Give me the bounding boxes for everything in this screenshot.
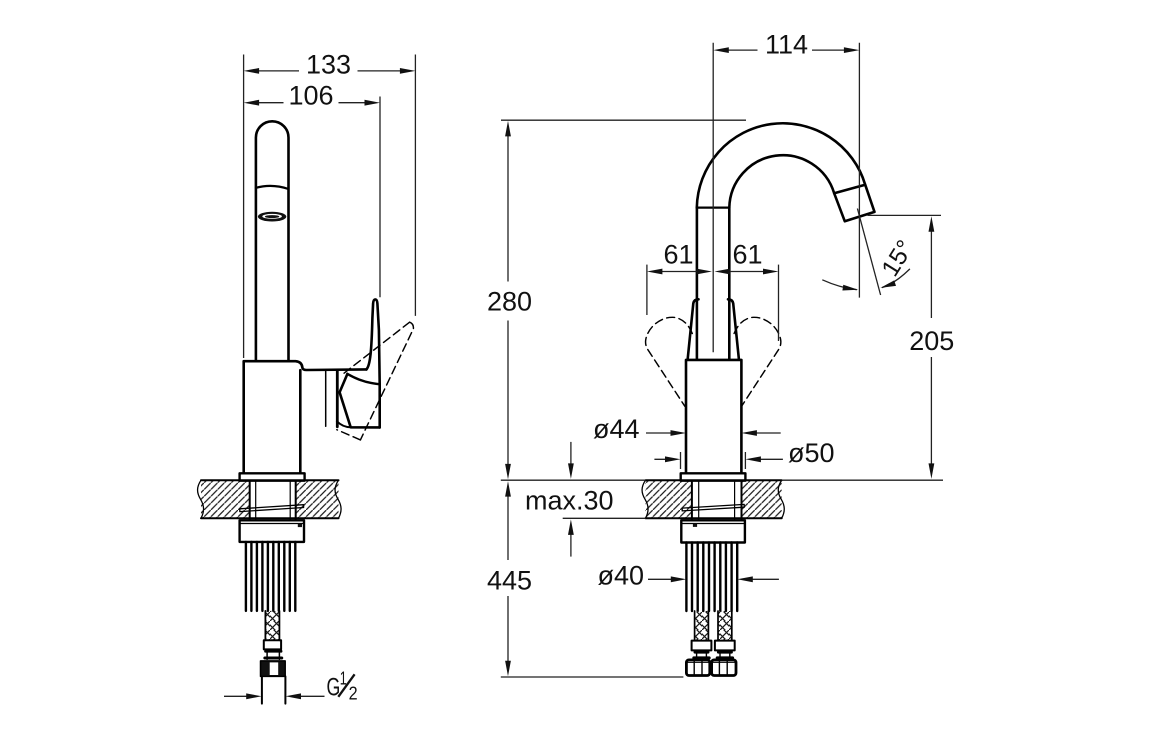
svg-text:G: G xyxy=(327,674,341,702)
svg-text:1: 1 xyxy=(340,669,347,689)
svg-text:2: 2 xyxy=(349,684,358,704)
svg-text:ø50: ø50 xyxy=(788,438,835,468)
svg-text:61: 61 xyxy=(663,239,693,269)
svg-text:133: 133 xyxy=(306,50,351,80)
svg-text:ø44: ø44 xyxy=(593,414,640,444)
svg-text:205: 205 xyxy=(909,326,954,356)
svg-text:ø40: ø40 xyxy=(598,561,645,591)
svg-text:114: 114 xyxy=(765,30,808,60)
svg-text:106: 106 xyxy=(288,81,333,111)
svg-text:445: 445 xyxy=(487,566,532,596)
svg-text:280: 280 xyxy=(487,287,532,317)
svg-text:max.30: max.30 xyxy=(525,486,614,516)
svg-text:61: 61 xyxy=(732,239,762,269)
